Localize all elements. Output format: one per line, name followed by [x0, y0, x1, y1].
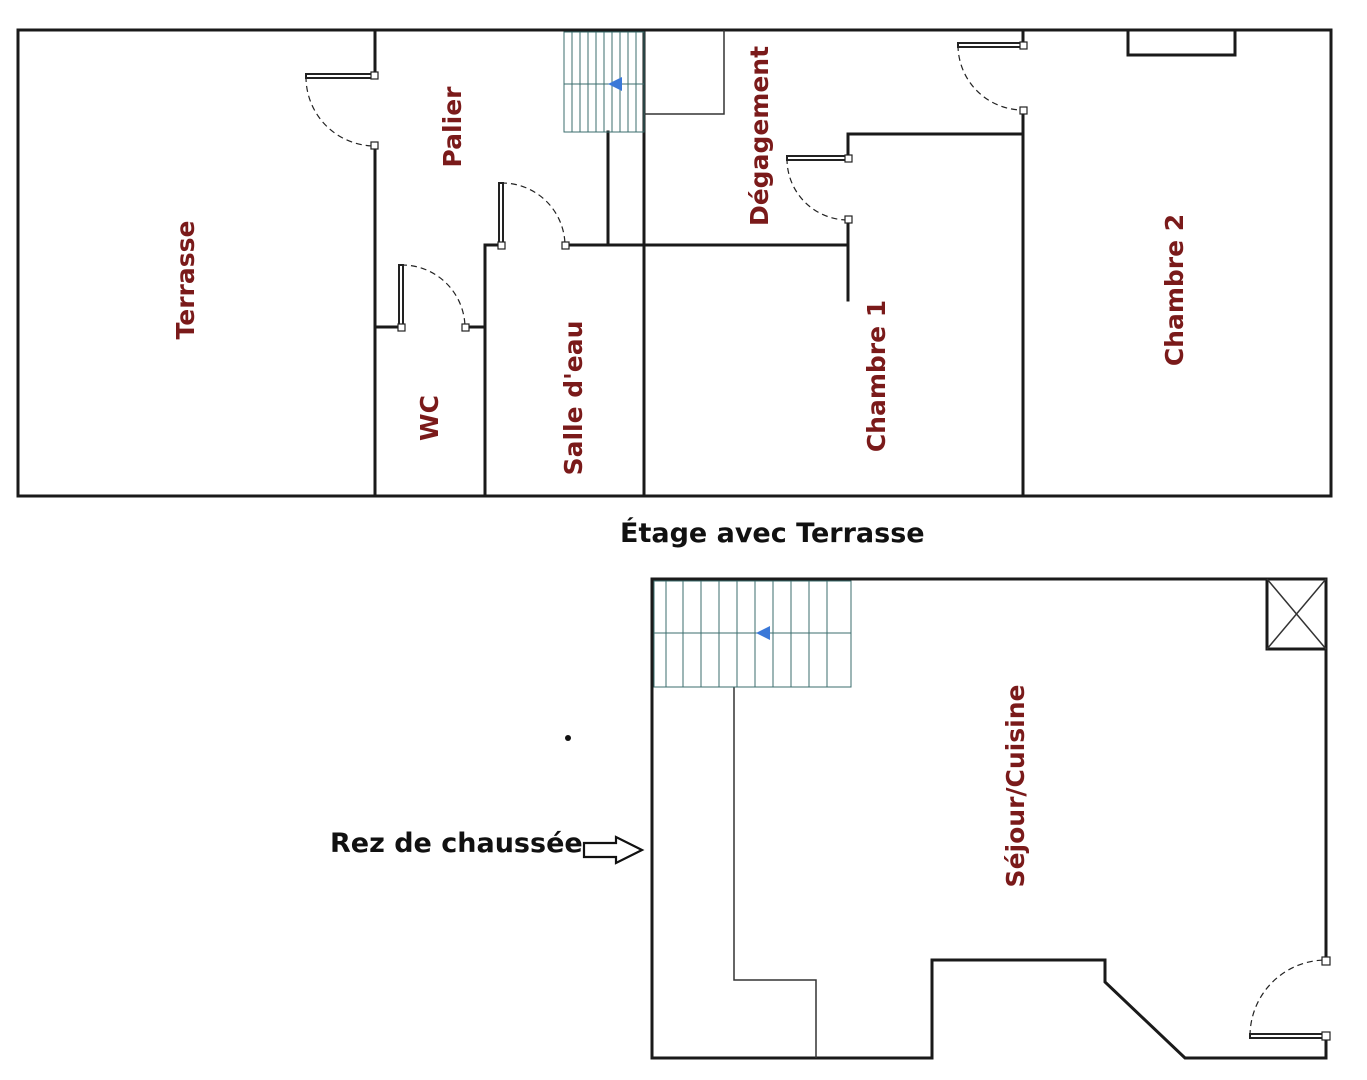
room-label-degagement: Dégagement: [745, 46, 774, 226]
ground-staircase: [653, 580, 852, 688]
door-terrasse-icon: [305, 71, 379, 150]
door-wc-icon: [397, 264, 470, 332]
ground-floor-outer-wall: [650, 577, 1328, 1060]
room-label-terrasse: Terrasse: [171, 221, 200, 340]
room-label-sejour-cuisine: Séjour/Cuisine: [1001, 685, 1030, 888]
plan-dot-mark: [565, 735, 571, 741]
stair-direction-arrow-icon: [608, 77, 622, 91]
room-label-palier: Palier: [438, 86, 467, 168]
door-salle-eau-icon: [497, 182, 570, 250]
entrance-arrow-icon: [582, 835, 645, 865]
door-chambre1-icon: [786, 154, 853, 224]
room-label-chambre2: Chambre 2: [1160, 214, 1189, 366]
upper-staircase: [563, 31, 645, 133]
ground-floor-plan: Séjour/Cuisine: [565, 577, 1331, 1060]
stair-direction-arrow-icon: [756, 626, 770, 640]
door-entry-icon: [1249, 956, 1331, 1041]
room-label-salle-eau: Salle d'eau: [559, 321, 588, 476]
door-chambre2-icon: [957, 41, 1028, 115]
room-label-wc: WC: [415, 395, 444, 441]
upper-floor-caption: Étage avec Terrasse: [620, 518, 925, 549]
upper-floor-outer-wall: [16, 28, 1333, 498]
room-label-chambre1: Chambre 1: [862, 300, 891, 452]
ground-floor-caption: Rez de chaussée: [330, 828, 583, 859]
service-shaft-icon: [1265, 577, 1328, 651]
upper-floor-plan: Terrasse Palier WC Salle d'eau Dégagemen…: [16, 28, 1333, 498]
